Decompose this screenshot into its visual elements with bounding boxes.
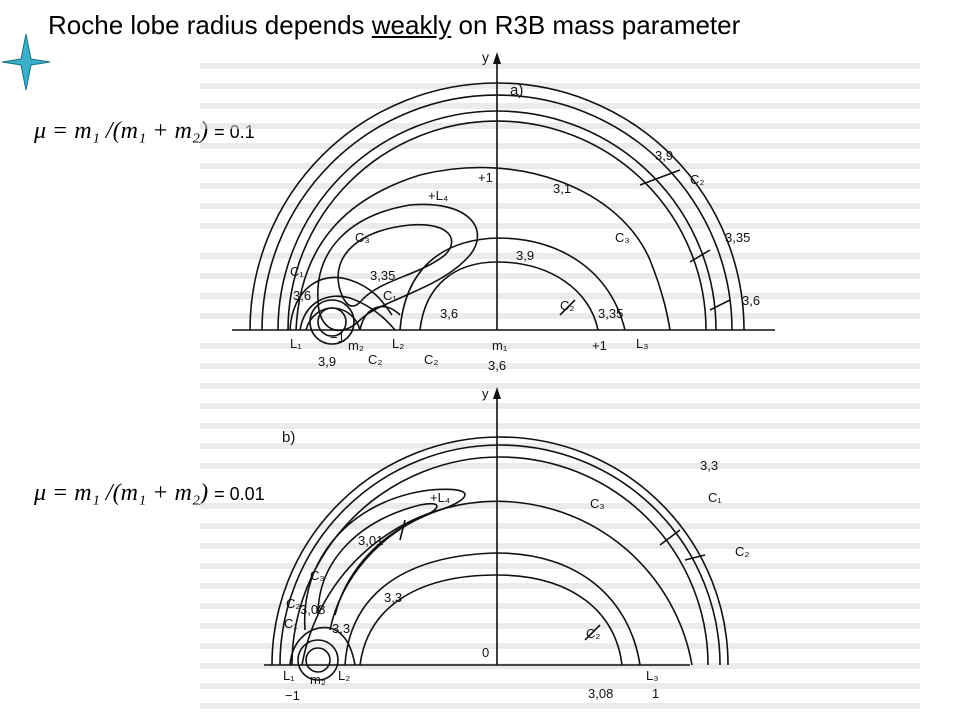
panel-b-labels: b) y 3,3 +L₄ C₁ C₃ 3,01 C₂ C₃ C₂ 3,08 3,…	[282, 386, 749, 703]
label-a-3-35-bottom: 3,35	[598, 306, 623, 321]
label-b-3-3-left: 3,3	[332, 621, 350, 636]
panel-a-curve-outer	[249, 82, 745, 331]
label-a-3-1: 3,1	[553, 181, 571, 196]
star-bullet-icon	[2, 33, 51, 91]
label-a-l3: L₃	[636, 336, 649, 351]
slide-title: Roche lobe radius depends weakly on R3B …	[48, 10, 740, 41]
label-a-l2: L₂	[392, 336, 404, 351]
label-a-plus1-x: +1	[592, 338, 607, 353]
label-b-l3: L₃	[646, 668, 659, 683]
panel-b-label: b)	[282, 429, 295, 446]
background-text-lines	[200, 63, 920, 709]
panel-b-curve-outer	[271, 436, 729, 666]
label-a-3-6-bottom: 3,6	[488, 358, 506, 373]
label-a-c2-mid: C₂	[560, 298, 574, 313]
label-a-plus1: +1	[478, 170, 493, 185]
panel-a-label: a)	[510, 82, 523, 99]
label-a-3-35-right: 3,35	[725, 230, 750, 245]
label-a-3-9-top: 3,9	[655, 148, 673, 163]
label-b-zero: 0	[482, 645, 489, 660]
title-emphasis: weakly	[371, 10, 452, 40]
label-a-c3-left: C₃	[355, 230, 370, 245]
panel-b	[264, 387, 729, 681]
label-a-l1: L₁	[290, 336, 302, 351]
label-b-l2: L₂	[338, 668, 350, 683]
panel-a	[232, 52, 775, 345]
label-a-3-9-mid: 3,9	[516, 248, 534, 263]
label-b-one: 1	[652, 686, 659, 701]
label-b-c1-left: C₁	[284, 616, 298, 631]
label-a-3-6-left: 3,6	[293, 288, 311, 303]
label-b-c3-left: C₃	[310, 568, 325, 583]
label-a-m2: m₂	[348, 338, 364, 353]
label-b-3-08-left: 3,08	[300, 602, 325, 617]
panel-a-curve-3-1	[317, 203, 479, 332]
title-text-end: on R3B mass parameter	[451, 10, 741, 40]
label-a-c1-mid: C₁	[383, 288, 397, 303]
label-a-c3-right: C₃	[615, 230, 630, 245]
label-a-3-9-bottom: 3,9	[318, 354, 336, 369]
label-a-c2: C₂	[690, 172, 704, 187]
formula-b-expr: μ = m₁ /(m₁ + m₂)	[34, 480, 209, 506]
label-a-m1: m₁	[492, 338, 508, 353]
label-b-minus1: −1	[285, 688, 300, 703]
label-a-3-35-left: 3,35	[370, 268, 395, 283]
panel-a-y-label: y	[482, 49, 489, 65]
label-b-3-3-top: 3,3	[700, 458, 718, 473]
label-b-m2: m₂	[310, 672, 326, 687]
label-b-3-01: 3,01	[358, 533, 383, 548]
label-b-c3-top: C₃	[590, 496, 605, 511]
label-a-minus1: −1	[330, 330, 345, 345]
panel-a-curve-c3	[295, 166, 671, 331]
panel-a-labels: a) y 3,9 3,1 C₂ +L₄ +1 C₃ C₃ 3,35 3,9 C₁…	[290, 49, 760, 373]
label-a-l4: +L₄	[428, 188, 448, 203]
label-b-l1: L₁	[283, 668, 295, 683]
label-a-c2-bottom-2: C₂	[424, 352, 438, 367]
label-b-c2-left: C₂	[286, 596, 300, 611]
label-a-3-6-mid: 3,6	[440, 306, 458, 321]
title-text-start: Roche lobe radius depends	[48, 10, 372, 40]
panel-b-y-label: y	[482, 386, 489, 401]
label-b-3-08-bottom: 3,08	[588, 686, 613, 701]
label-a-c2-bottom-1: C₂	[368, 352, 382, 367]
label-b-c2-mid: C₂	[586, 626, 600, 641]
label-b-c2-right: C₂	[735, 544, 749, 559]
label-a-c1-left: C₁	[290, 264, 304, 279]
formula-b-value: = 0.01	[214, 484, 265, 504]
formula-a-expr: μ = m₁ /(m₁ + m₂)	[34, 118, 209, 144]
formula-b: μ = m₁ /(m₁ + m₂) = 0.01	[34, 480, 265, 507]
label-a-3-6-right: 3,6	[742, 293, 760, 308]
label-b-l4: +L₄	[430, 490, 450, 505]
label-b-c1-right: C₁	[708, 490, 722, 505]
label-b-3-3-mid: 3,3	[384, 590, 402, 605]
